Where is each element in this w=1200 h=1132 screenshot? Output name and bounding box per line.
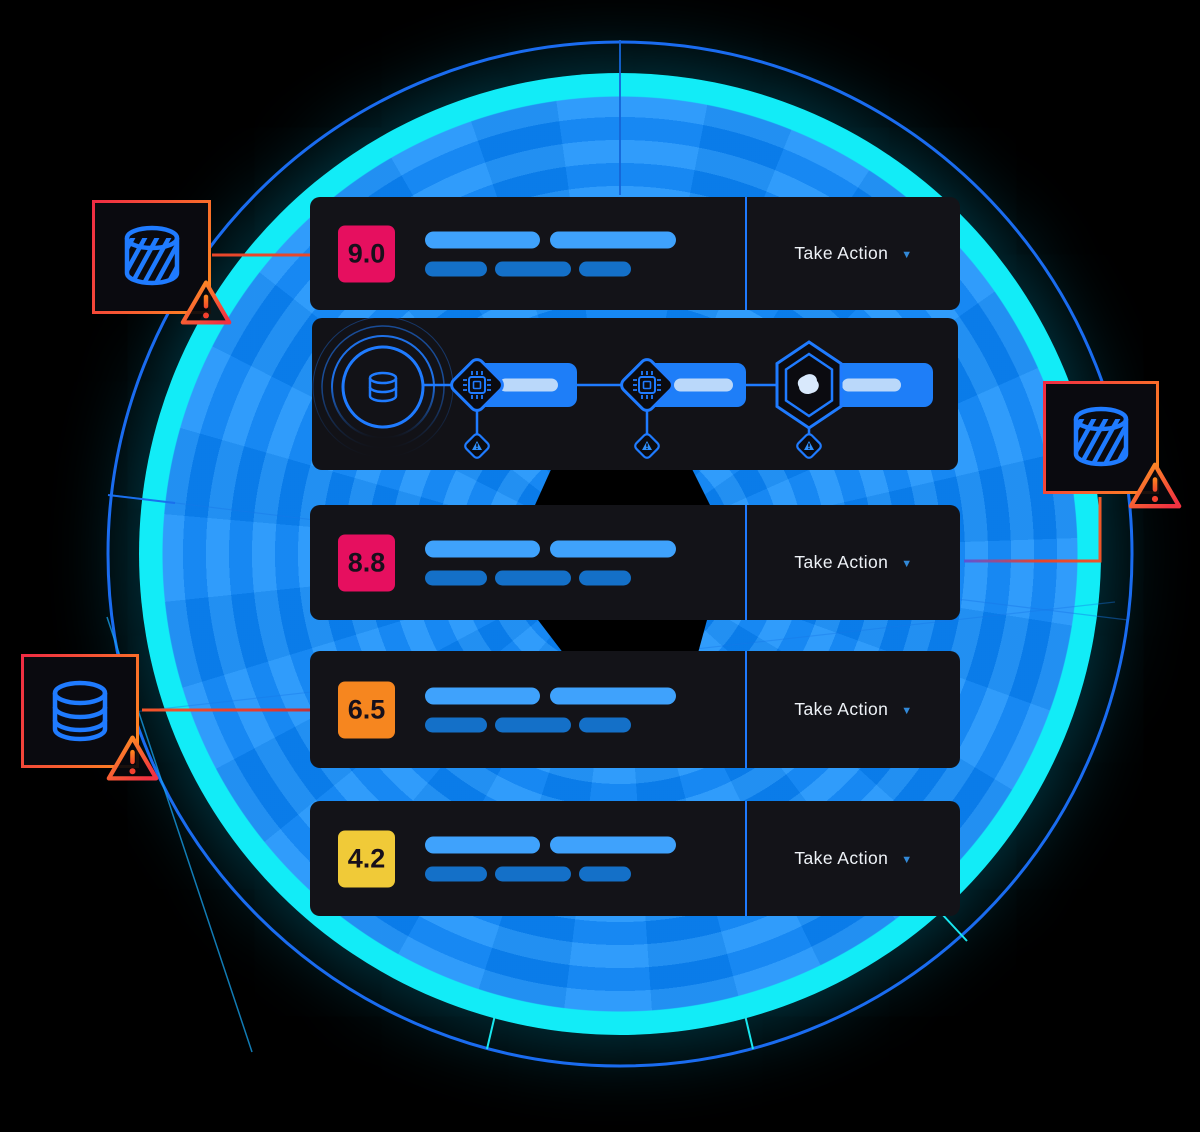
- redacted-text-lines: [425, 231, 676, 276]
- skeleton-bar: [550, 540, 676, 557]
- skeleton-bar: [550, 836, 676, 853]
- skeleton-bar: [425, 866, 487, 881]
- skeleton-bar: [425, 836, 540, 853]
- redacted-text-lines: [425, 836, 676, 881]
- severity-score-badge: 8.8: [338, 534, 395, 591]
- skeleton-bar: [579, 570, 631, 585]
- skeleton-bar: [495, 570, 571, 585]
- database-stacked-icon: [52, 680, 108, 742]
- warning-diamond-icon: [464, 433, 490, 459]
- severity-score-badge: 4.2: [338, 830, 395, 887]
- take-action-label: Take Action: [794, 552, 889, 572]
- take-action-button[interactable]: Take Action ▼: [747, 197, 960, 310]
- skeleton-bar: [579, 261, 631, 276]
- skeleton-bar: [579, 866, 631, 881]
- warning-triangle-icon: [1126, 458, 1184, 517]
- warning-triangle-icon: [178, 276, 234, 333]
- chevron-down-icon: ▼: [901, 853, 913, 866]
- skeleton-bar: [495, 717, 571, 732]
- skeleton-bar: [579, 717, 631, 732]
- skeleton-bar: [425, 687, 540, 704]
- threat-card: 9.0 Take Action ▼: [310, 197, 960, 310]
- take-action-button[interactable]: Take Action ▼: [747, 651, 960, 768]
- skeleton-bar: [550, 687, 676, 704]
- take-action-label: Take Action: [794, 699, 889, 719]
- warning-diamond-icon: [634, 433, 660, 459]
- threat-hexagon-node: [775, 340, 843, 430]
- severity-score-badge: 6.5: [338, 681, 395, 738]
- redacted-text-lines: [425, 687, 676, 732]
- skeleton-bar: [425, 570, 487, 585]
- spoke-bottom-left: [486, 1014, 496, 1050]
- database-radar-icon: [312, 318, 454, 458]
- skeleton-bar: [495, 866, 571, 881]
- skeleton-bar: [495, 261, 571, 276]
- take-action-label: Take Action: [794, 848, 889, 868]
- warning-diamond-icon: [796, 433, 822, 459]
- accordion-connector-top: [535, 470, 710, 505]
- take-action-button[interactable]: Take Action ▼: [747, 801, 960, 916]
- attack-path-graphic: [312, 318, 933, 459]
- skeleton-bar: [425, 231, 540, 248]
- threat-card: 8.8 Take Action ▼: [310, 505, 960, 620]
- threat-card: 4.2 Take Action ▼: [310, 801, 960, 916]
- take-action-button[interactable]: Take Action ▼: [747, 505, 960, 620]
- spoke-southeast: [940, 912, 968, 942]
- skeleton-bar: [425, 540, 540, 557]
- accordion-connector-bottom: [538, 620, 707, 651]
- take-action-label: Take Action: [794, 243, 889, 263]
- chevron-down-icon: ▼: [901, 248, 913, 261]
- redacted-text-lines: [425, 540, 676, 585]
- spoke-bottom-right: [744, 1014, 754, 1050]
- warning-triangle-icon: [104, 731, 161, 789]
- skeleton-bar: [425, 717, 487, 732]
- skeleton-bar: [550, 231, 676, 248]
- chevron-down-icon: ▼: [901, 557, 913, 570]
- skeleton-bar: [425, 261, 487, 276]
- chevron-down-icon: ▼: [901, 704, 913, 717]
- severity-score-badge: 9.0: [338, 225, 395, 282]
- threat-card: 6.5 Take Action ▼: [310, 651, 960, 768]
- attack-path-panel: [312, 318, 958, 470]
